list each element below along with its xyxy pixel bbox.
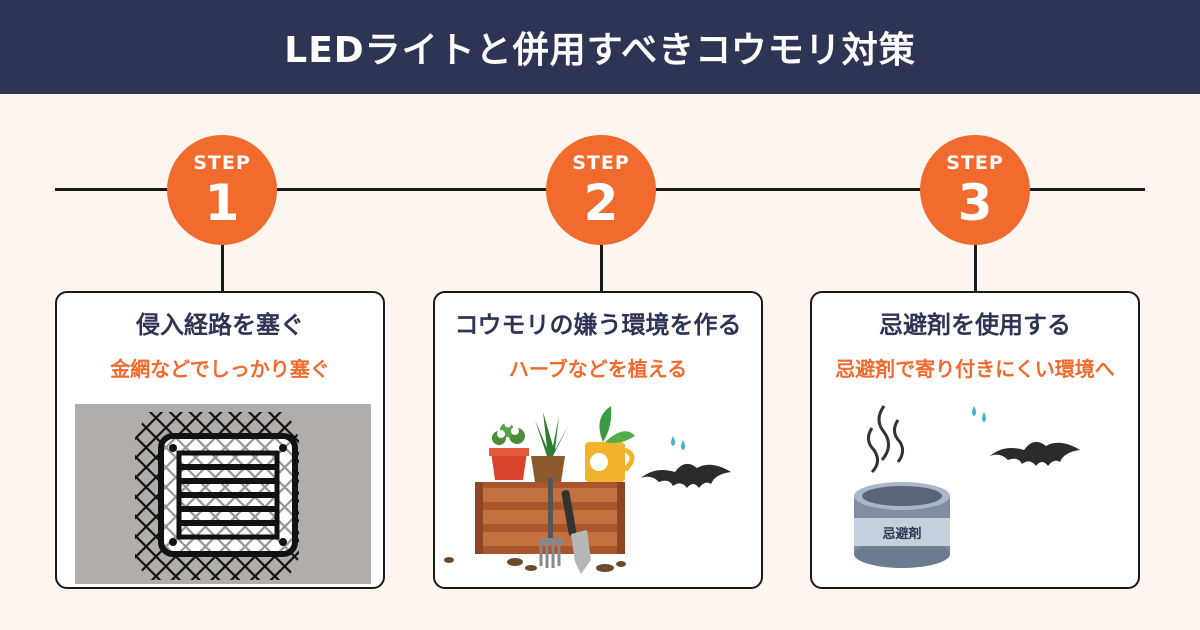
step-badge-2: STEP 2	[546, 135, 656, 245]
vent-grille-illustration	[57, 398, 383, 587]
step-connector-1	[221, 245, 224, 293]
card-subtitle: 忌避剤で寄り付きにくい環境へ	[835, 357, 1115, 381]
step-badge-1: STEP 1	[167, 135, 277, 245]
herb-planter-illustration	[435, 398, 761, 587]
step-card-3: 忌避剤を使用する 忌避剤で寄り付きにくい環境へ 忌避剤	[810, 291, 1140, 589]
step-card-2: コウモリの嫌う環境を作る ハーブなどを植える	[433, 291, 763, 589]
card-title: コウモリの嫌う環境を作る	[454, 311, 742, 339]
step-card-1: 侵入経路を塞ぐ 金網などでしっかり塞ぐ	[55, 291, 385, 589]
step-connector-3	[974, 245, 977, 293]
step-connector-2	[600, 245, 603, 293]
step-number: 3	[957, 174, 993, 232]
step-label: STEP	[193, 152, 251, 174]
page-title: LEDライトと併用すべきコウモリ対策	[284, 30, 916, 71]
card-title: 侵入経路を塞ぐ	[136, 311, 304, 339]
step-badge-3: STEP 3	[920, 135, 1030, 245]
repellent-can-illustration: 忌避剤	[812, 398, 1138, 587]
step-label: STEP	[946, 152, 1004, 174]
step-label: STEP	[572, 152, 630, 174]
can-label: 忌避剤	[882, 526, 921, 542]
step-number: 2	[583, 174, 619, 232]
card-subtitle: ハーブなどを植える	[508, 357, 688, 381]
card-title: 忌避剤を使用する	[879, 311, 1071, 339]
header-banner: LEDライトと併用すべきコウモリ対策	[0, 0, 1200, 94]
card-subtitle: 金網などでしっかり塞ぐ	[110, 357, 330, 381]
step-number: 1	[204, 174, 240, 232]
